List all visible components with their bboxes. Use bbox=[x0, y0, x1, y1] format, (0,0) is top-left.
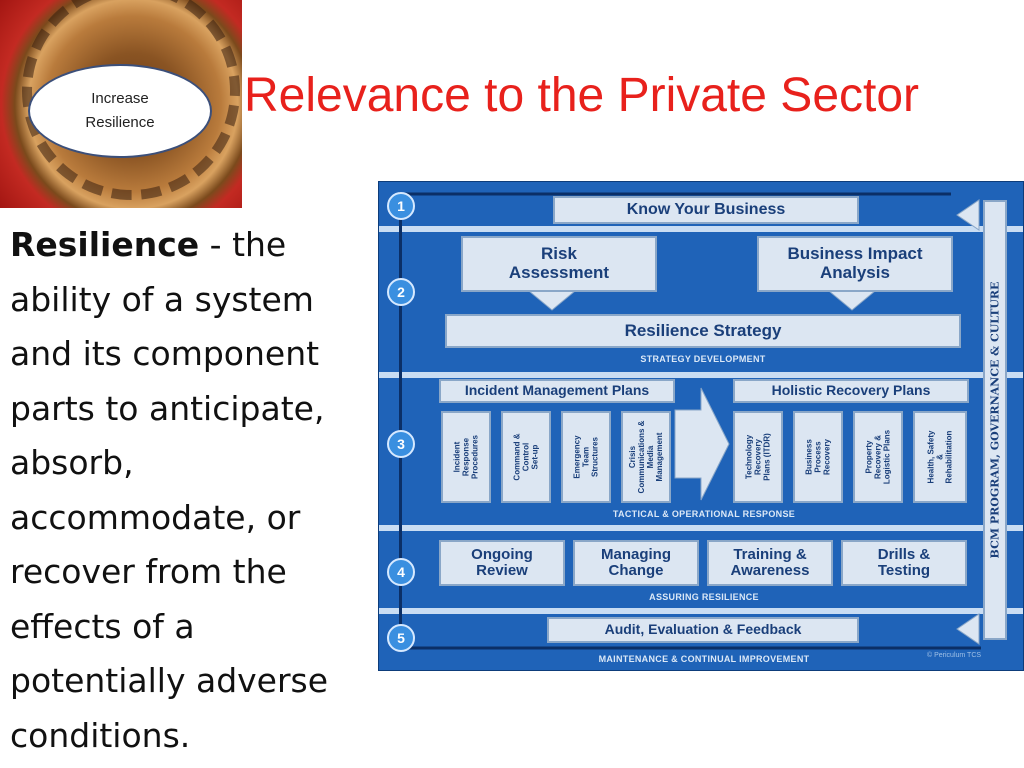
definition-text: - the ability of a system and its compon… bbox=[10, 225, 329, 755]
business-process-recovery-box: Business Process Recovery bbox=[793, 411, 843, 503]
bia-down-arrow bbox=[827, 290, 877, 311]
definition-term: Resilience bbox=[10, 225, 200, 264]
incident-response-box: Incident Response Procedures bbox=[441, 411, 491, 503]
strategy-caption: STRATEGY DEVELOPMENT bbox=[640, 354, 766, 364]
crisis-communications-label: Crisis Communications & Media Management bbox=[628, 420, 664, 494]
page-title: Relevance to the Private Sector bbox=[244, 69, 920, 122]
bowl-rim-pattern bbox=[22, 0, 240, 200]
copyright-text: © Periculum TCS bbox=[927, 652, 982, 659]
property-recovery-box: Property Recovery & Logistic Plans bbox=[853, 411, 903, 503]
emergency-team-box: Emergency Team Structures bbox=[561, 411, 611, 503]
band-divider bbox=[379, 525, 1023, 531]
command-control-box: Command & Control Set-up bbox=[501, 411, 551, 503]
band-divider bbox=[379, 608, 1023, 614]
tactical-caption: TACTICAL & OPERATIONAL RESPONSE bbox=[612, 509, 796, 519]
crisis-communications-box: Crisis Communications & Media Management bbox=[621, 411, 671, 503]
resilience-definition: Resilience - the ability of a system and… bbox=[10, 218, 372, 763]
bcm-governance-sidebar: BCM PROGRAM, GOVERNANCE & CULTURE bbox=[983, 200, 1007, 640]
risk-down-arrow bbox=[527, 290, 577, 311]
band-divider bbox=[379, 372, 1023, 378]
ongoing-review-box: Ongoing Review bbox=[439, 540, 565, 586]
maintenance-caption: MAINTENANCE & CONTINUAL IMPROVEMENT bbox=[598, 654, 810, 664]
emergency-team-label: Emergency Team Structures bbox=[572, 435, 600, 479]
bowl-photo: Increase Resilience bbox=[0, 0, 242, 208]
incident-response-label: Incident Response Procedures bbox=[452, 434, 480, 480]
plans-right-arrow bbox=[674, 387, 730, 501]
managing-change-box: Managing Change bbox=[573, 540, 699, 586]
bcm-diagram: 1 2 3 4 5 Know Your Business Risk Assess… bbox=[378, 181, 1024, 671]
side-label: BCM PROGRAM, GOVERNANCE & CULTURE bbox=[988, 281, 1002, 559]
command-control-label: Command & Control Set-up bbox=[512, 433, 540, 481]
badge-text: Increase Resilience bbox=[85, 90, 155, 131]
flow-arrows bbox=[401, 192, 981, 650]
side-arrow-bottom bbox=[956, 613, 980, 645]
incident-management-plans-box: Incident Management Plans bbox=[439, 379, 675, 403]
step-2-circle: 2 bbox=[387, 278, 415, 306]
step-3-circle: 3 bbox=[387, 430, 415, 458]
step-4-circle: 4 bbox=[387, 558, 415, 586]
band-divider bbox=[379, 226, 1023, 232]
business-process-recovery-label: Business Process Recovery bbox=[804, 438, 832, 476]
assuring-caption: ASSURING RESILIENCE bbox=[649, 592, 759, 602]
technology-recovery-label: Technology Recovery Plans (ITDR) bbox=[744, 433, 772, 481]
step-1-circle: 1 bbox=[387, 192, 415, 220]
training-awareness-box: Training & Awareness bbox=[707, 540, 833, 586]
technology-recovery-box: Technology Recovery Plans (ITDR) bbox=[733, 411, 783, 503]
audit-evaluation-feedback-box: Audit, Evaluation & Feedback bbox=[547, 617, 859, 643]
drills-testing-box: Drills & Testing bbox=[841, 540, 967, 586]
property-recovery-label: Property Recovery & Logistic Plans bbox=[864, 429, 892, 485]
flow-line bbox=[399, 192, 402, 650]
health-safety-box: Health, Safety & Rehabilitation bbox=[913, 411, 967, 503]
health-safety-label: Health, Safety & Rehabilitation bbox=[926, 430, 954, 484]
step-5-circle: 5 bbox=[387, 624, 415, 652]
resilience-strategy-box: Resilience Strategy bbox=[445, 314, 961, 348]
increase-resilience-badge: Increase Resilience bbox=[28, 64, 212, 158]
side-arrow-top bbox=[956, 199, 980, 231]
know-your-business-box: Know Your Business bbox=[553, 196, 859, 224]
business-impact-analysis-box: Business Impact Analysis bbox=[757, 236, 953, 292]
risk-assessment-box: Risk Assessment bbox=[461, 236, 657, 292]
holistic-recovery-plans-box: Holistic Recovery Plans bbox=[733, 379, 969, 403]
